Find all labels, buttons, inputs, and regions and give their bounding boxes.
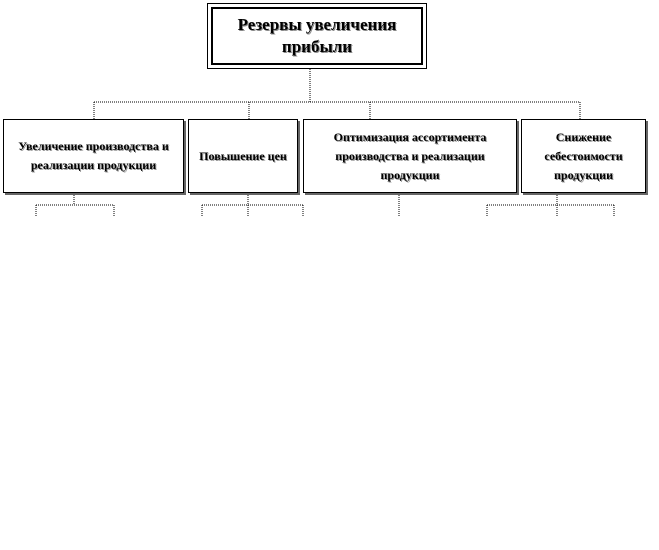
root-node-label: Резервы увеличения прибыли bbox=[211, 7, 423, 65]
node-production-sales: Увеличение производства и реализации про… bbox=[3, 119, 184, 193]
node-price-increase-label: Повышение цен bbox=[199, 148, 287, 163]
node-assortment-optimization: Оптимизация ассортимента производства и … bbox=[303, 119, 517, 193]
node-production-sales-label: Увеличение производства и реализации про… bbox=[18, 139, 169, 172]
node-cost-reduction: Снижение себестоимости продукции bbox=[521, 119, 646, 193]
root-node: Резервы увеличения прибыли bbox=[207, 3, 427, 69]
node-assortment-optimization-label: Оптимизация ассортимента производства и … bbox=[333, 129, 487, 182]
node-price-increase: Повышение цен bbox=[188, 119, 298, 193]
node-cost-reduction-label: Снижение себестоимости продукции bbox=[544, 129, 623, 182]
